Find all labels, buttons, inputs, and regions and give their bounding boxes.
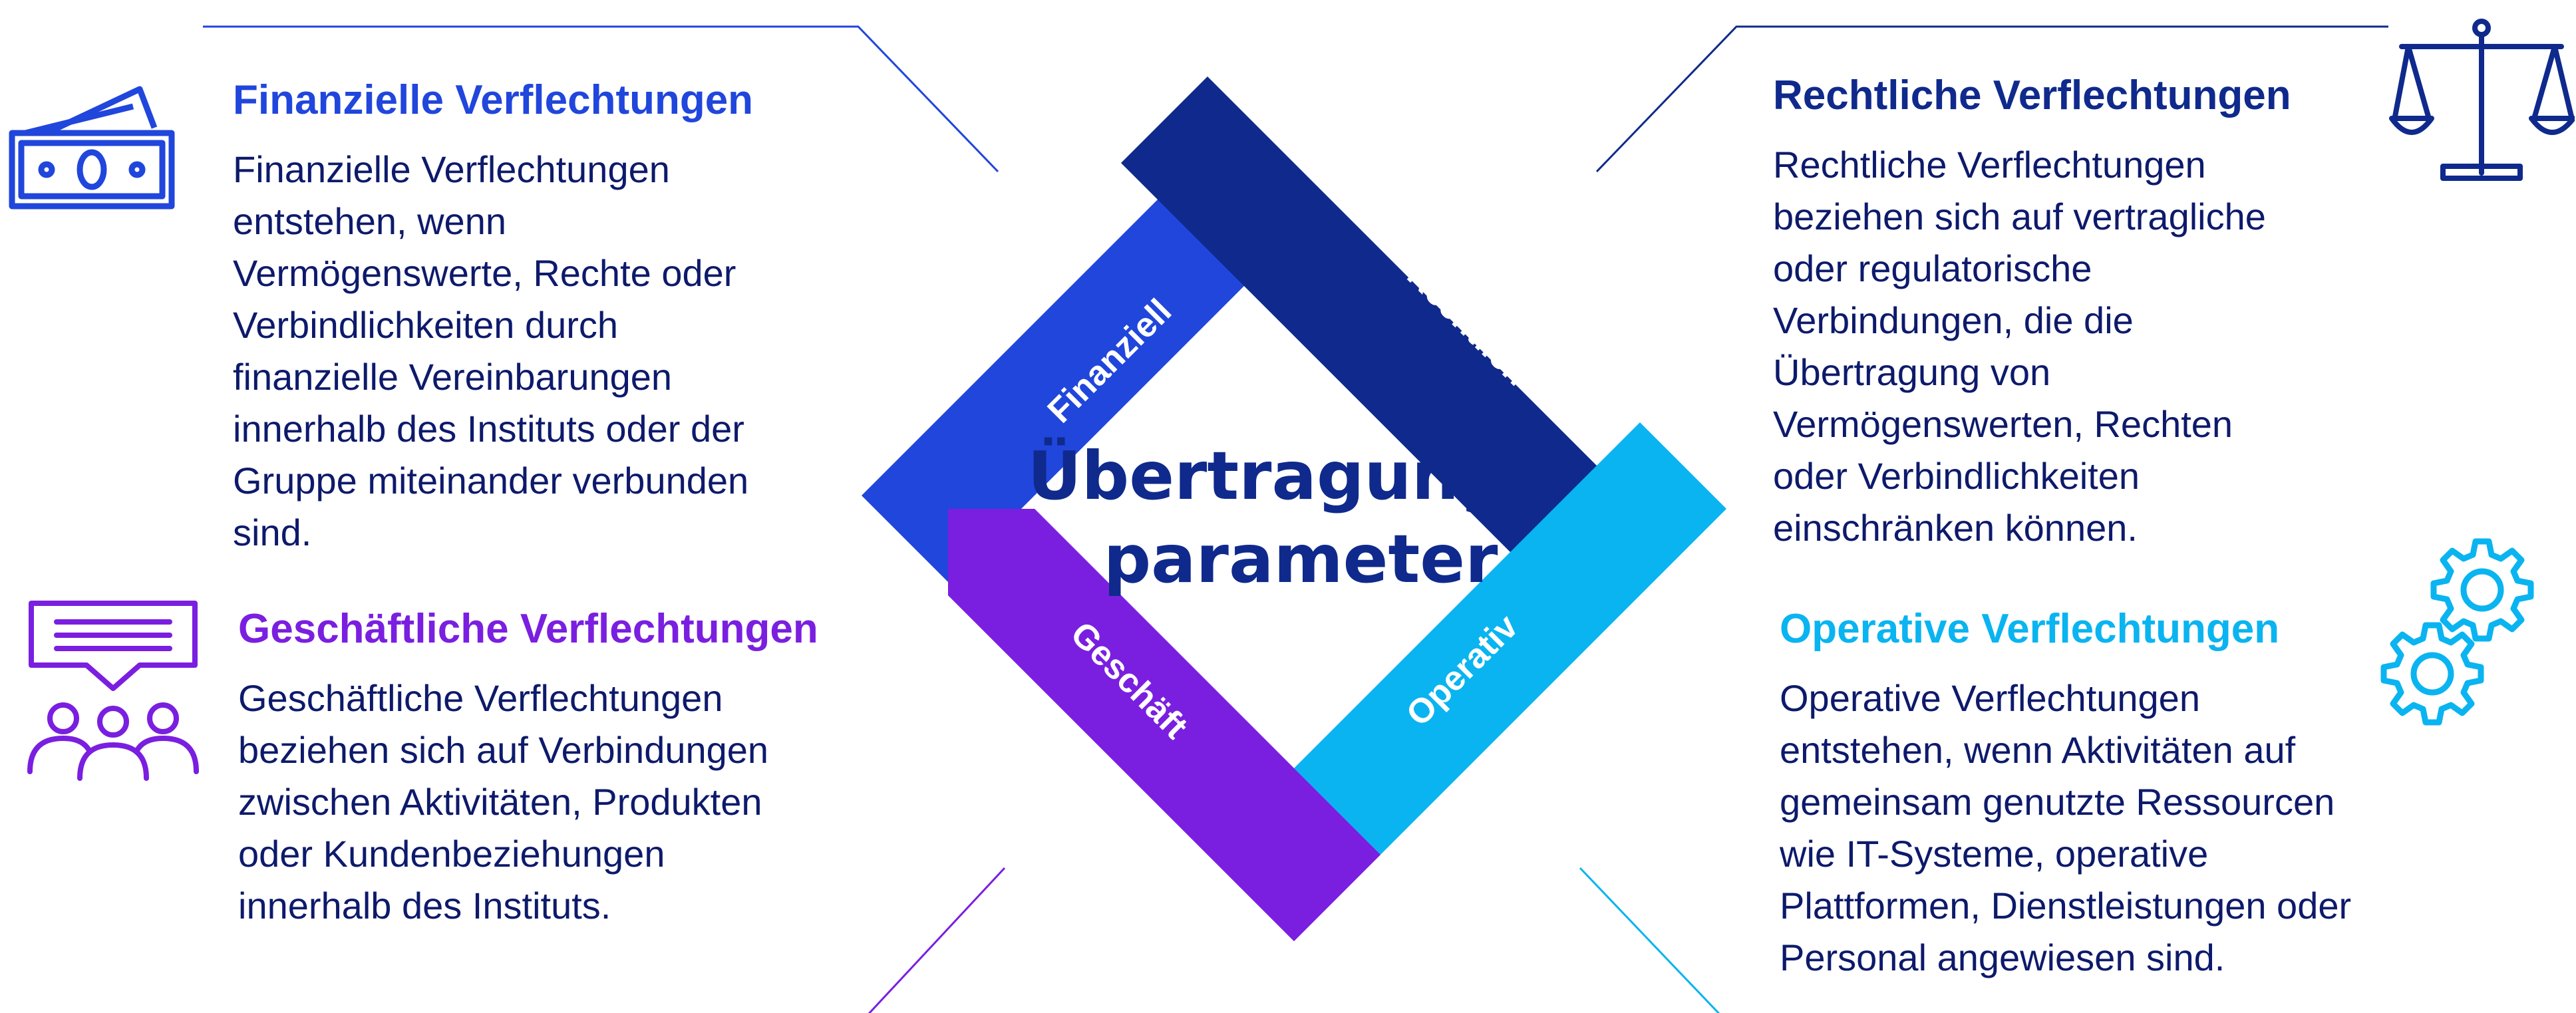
financial-line-2: entstehen, wenn — [233, 200, 506, 243]
financial-line-8: sind. — [233, 511, 312, 554]
business-line-3: zwischen Aktivitäten, Produkten — [238, 781, 762, 823]
operational-line-5: Plattformen, Dienstleistungen oder — [1780, 885, 2352, 927]
frame-line-operational — [1579, 867, 1720, 1013]
banknotes-icon — [9, 86, 175, 210]
operational-line-3: gemeinsam genutzte Ressourcen — [1780, 781, 2335, 823]
financial-line-5: finanzielle Vereinbarungen — [233, 356, 673, 398]
legal-line-7: oder Verbindlichkeiten — [1773, 455, 2140, 498]
legal-line-5: Übertragung von — [1773, 351, 2051, 394]
operational-line-2: entstehen, wenn Aktivitäten auf — [1780, 729, 2296, 772]
business-text: Geschäftliche Verflechtungen beziehen si… — [238, 672, 903, 932]
segment-operativ — [1294, 422, 1726, 855]
business-line-5: innerhalb des Instituts. — [238, 885, 611, 927]
segment-rechtlich — [1121, 76, 1640, 595]
operational-line-4: wie IT-Systeme, operative — [1780, 833, 2209, 875]
frame-line-legal — [1595, 25, 2388, 173]
segment-finanziell — [862, 150, 1294, 582]
financial-line-4: Verbindlichkeiten durch — [233, 304, 619, 347]
financial-line-1: Finanzielle Verflechtungen — [233, 148, 670, 191]
legal-line-1: Rechtliche Verflechtungen — [1773, 144, 2206, 186]
block-legal: Rechtliche Verflechtungen Rechtliche Ver… — [1773, 72, 2372, 554]
center-title-line1: Übertragungs- — [1027, 437, 1573, 515]
legal-line-3: oder regulatorische — [1773, 247, 2092, 290]
financial-line-6: innerhalb des Instituts oder der — [233, 408, 744, 450]
business-line-1: Geschäftliche Verflechtungen — [238, 677, 723, 720]
operational-title: Operative Verflechtungen — [1780, 606, 2280, 652]
scales-icon — [2389, 19, 2575, 181]
legal-title: Rechtliche Verflechtungen — [1773, 72, 2291, 118]
block-operational: Operative Verflechtungen Operative Verfl… — [1780, 605, 2445, 984]
frame-line-financial — [203, 25, 999, 173]
business-line-4: oder Kundenbeziehungen — [238, 833, 665, 875]
financial-line-3: Vermögenswerte, Rechte oder — [233, 252, 736, 295]
gears-icon — [2380, 538, 2534, 726]
chat-people-icon — [27, 601, 199, 781]
financial-line-7: Gruppe miteinander verbunden — [233, 460, 749, 502]
operational-line-1: Operative Verflechtungen — [1780, 677, 2200, 720]
business-line-2: beziehen sich auf Verbindungen — [238, 729, 769, 772]
financial-text: Finanzielle Verflechtungen entstehen, we… — [233, 144, 898, 559]
legal-text: Rechtliche Verflechtungen beziehen sich … — [1773, 139, 2372, 554]
center-title-line2: parameter — [1104, 520, 1499, 598]
block-financial: Finanzielle Verflechtungen Finanzielle V… — [233, 76, 898, 559]
operational-text: Operative Verflechtungen entstehen, wenn… — [1780, 672, 2445, 984]
legal-line-6: Vermögenswerten, Rechten — [1773, 403, 2233, 446]
legal-line-2: beziehen sich auf vertragliche — [1773, 196, 2266, 238]
financial-title: Finanzielle Verflechtungen — [233, 77, 754, 123]
legal-line-8: einschränken können. — [1773, 507, 2138, 549]
operational-line-6: Personal angewiesen sind. — [1780, 937, 2225, 979]
frame-line-business — [868, 867, 1006, 1013]
business-title: Geschäftliche Verflechtungen — [238, 606, 818, 652]
block-business: Geschäftliche Verflechtungen Geschäftlic… — [238, 605, 903, 932]
legal-line-4: Verbindungen, die die — [1773, 299, 2134, 342]
